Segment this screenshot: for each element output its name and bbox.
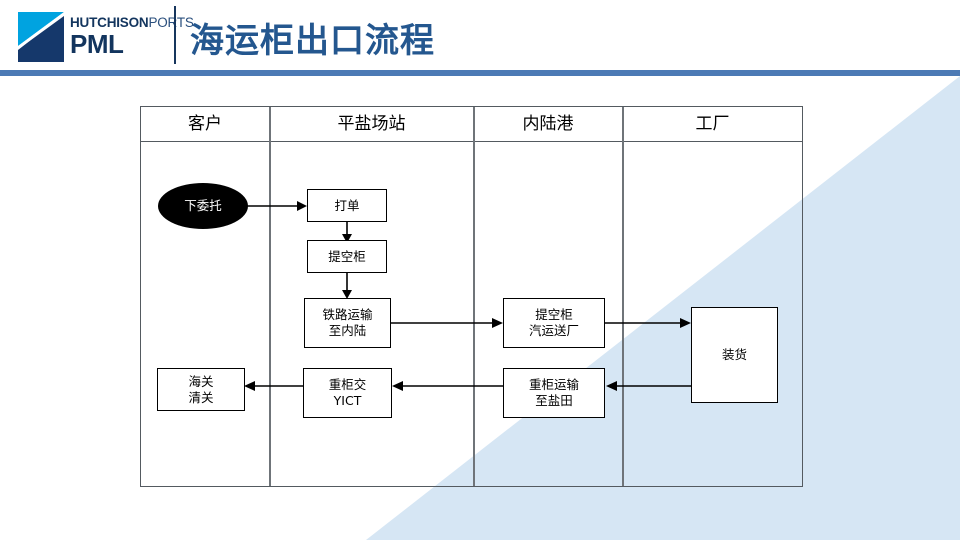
logo-hutchison-text: HUTCHISON [70, 15, 149, 30]
node-rail-inland[interactable]: 铁路运输 至内陆 [304, 298, 391, 348]
arrowhead-laden-to-yict [392, 381, 403, 391]
arrowhead-customs [244, 381, 255, 391]
lane-header-customer: 客户 [188, 114, 222, 134]
arrowhead-pickup-empty [342, 234, 352, 243]
arrowhead-rail-inland [342, 290, 352, 299]
node-print-bill[interactable]: 打单 [307, 189, 387, 222]
header-divider [174, 6, 176, 64]
hutchison-ports-logo-mark [18, 12, 64, 62]
node-loading[interactable]: 装货 [691, 307, 778, 403]
node-place-order[interactable]: 下委托 [158, 183, 248, 229]
arrowhead-print-bill [297, 201, 307, 211]
node-customs[interactable]: 海关 清关 [157, 368, 245, 411]
arrowhead-loading [680, 318, 691, 328]
logo-line1: HUTCHISONPORTS [70, 15, 194, 30]
arrowhead-empty-to-plant [492, 318, 503, 328]
node-empty-to-plant[interactable]: 提空柜 汽运送厂 [503, 298, 605, 348]
arrowhead-laden-to-yantian [606, 381, 617, 391]
node-pickup-empty[interactable]: 提空柜 [307, 240, 387, 273]
header-rule [0, 70, 960, 76]
page-title: 海运柜出口流程 [190, 22, 435, 60]
hutchison-ports-pml-logo: HUTCHISONPORTS PML [18, 12, 194, 62]
slide-header: HUTCHISONPORTS PML 海运柜出口流程 [0, 0, 960, 72]
node-laden-to-yantian[interactable]: 重柜运输 至盐田 [503, 368, 605, 418]
logo-wordmark: HUTCHISONPORTS PML [70, 15, 194, 58]
lane-divider-1 [269, 107, 271, 486]
logo-pml-text: PML [70, 29, 124, 59]
logo-ports-text: PORTS [148, 15, 194, 30]
node-laden-to-yict[interactable]: 重柜交 YICT [303, 368, 392, 418]
